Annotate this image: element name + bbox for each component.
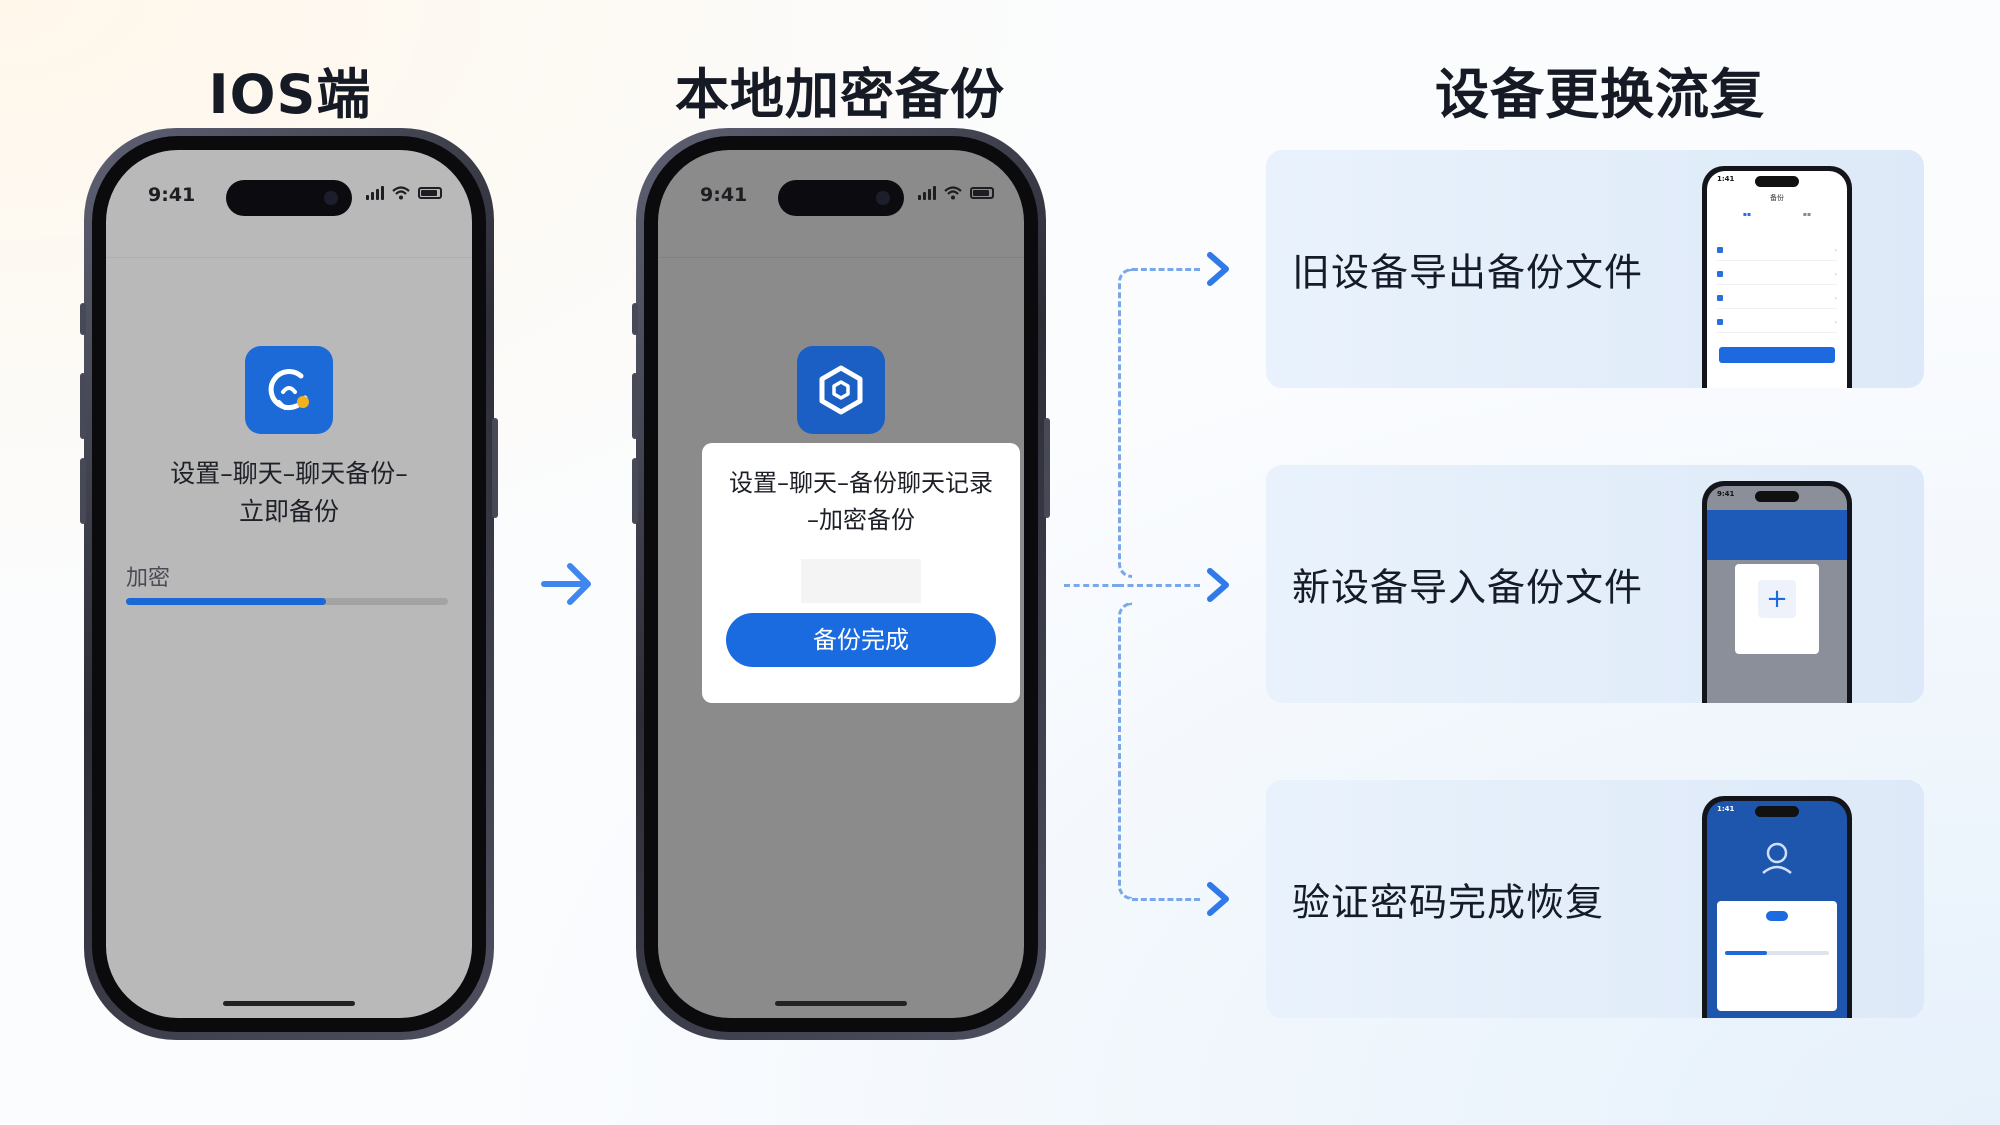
mini-time: 1:41 [1717,175,1735,183]
chevron-right-icon [1207,882,1229,916]
volume-up-button [80,373,86,439]
signal-icon [366,186,384,200]
nav-bar [658,232,1024,258]
volume-down-button [632,458,638,524]
step-card-restore: 验证密码完成恢复 1:41 [1266,780,1924,1018]
home-indicator [223,1001,355,1006]
dialog-line-1: 设置–聊天–备份聊天记录 [729,469,993,497]
volume-up-button [632,373,638,439]
step-label: 验证密码完成恢复 [1292,880,1605,925]
battery-icon [970,187,994,199]
connector-branch-2 [1118,584,1200,587]
mini-restore-panel [1717,901,1837,1011]
wifi-icon [392,186,410,200]
phone2-screen: 9:41 设置–聊天–备份聊天记录 –加密备份 [658,150,1024,1018]
status-bar: 9:41 [106,180,472,220]
ios-column-title: IOS端 [208,63,372,126]
step-label: 新设备导入备份文件 [1292,565,1644,610]
hexagon-shield-icon[interactable] [797,346,885,434]
mute-switch [80,303,86,335]
mini-header [1707,510,1847,560]
phone1-screen: 9:41 设置–聊天–聊天备份– 立即备份 [106,150,472,1018]
chat-backup-icon[interactable] [245,346,333,434]
dialog-line-2: –加密备份 [807,506,915,534]
mini-title: 备份 [1770,194,1784,202]
chevron-right-icon [1207,568,1229,602]
arrow-right-icon [541,563,591,605]
nav-bar [106,232,472,258]
backup-path-caption: 设置–聊天–聊天备份– 立即备份 [106,455,472,531]
status-bar: 9:41 [658,180,1024,220]
volume-down-button [80,458,86,524]
backup-done-button[interactable]: 备份完成 [726,613,996,667]
mini-time: 1:41 [1717,805,1735,813]
mini-phone-restore: 1:41 [1702,796,1852,1018]
local-backup-column-title: 本地加密备份 [675,63,1005,126]
password-field[interactable] [801,559,921,603]
mini-row [1717,265,1837,285]
encrypted-backup-dialog: 设置–聊天–备份聊天记录 –加密备份 备份完成 [702,443,1020,703]
progress-fill [126,598,326,605]
phone-ios-backup: 9:41 设置–聊天–聊天备份– 立即备份 [80,128,498,1040]
status-time: 9:41 [700,184,748,206]
connector-branch-3 [1132,898,1200,901]
battery-icon [418,187,442,199]
plus-icon: + [1758,580,1796,618]
dynamic-island [226,180,352,216]
mini-phone-export: 1:41 备份 ▪▪▪▪ [1702,166,1852,388]
mini-phone-import: 9:41 + [1702,481,1852,703]
wifi-icon [944,186,962,200]
power-button [1044,418,1050,518]
signal-icon [918,186,936,200]
encrypt-label: 加密 [126,566,171,591]
dynamic-island [778,180,904,216]
mute-switch [632,303,638,335]
power-button [492,418,498,518]
connector-stem [1064,584,1118,587]
caption-line-2: 立即备份 [238,497,339,526]
mini-row [1717,289,1837,309]
face-verify-icon [1762,842,1792,874]
encrypt-progress-bar [126,598,448,605]
mini-export-button [1719,347,1835,363]
phone-local-encrypted-backup: 9:41 设置–聊天–备份聊天记录 –加密备份 [632,128,1050,1040]
chevron-right-icon [1207,252,1229,286]
caption-line-1: 设置–聊天–聊天备份– [170,459,408,488]
status-time: 9:41 [148,184,196,206]
mini-add-dialog: + [1735,564,1819,654]
mini-time: 9:41 [1717,490,1735,498]
device-switch-column-title: 设备更换流复 [1435,63,1765,126]
step-card-export: 旧设备导出备份文件 1:41 备份 ▪▪▪▪ [1266,150,1924,388]
mini-row [1717,313,1837,333]
step-label: 旧设备导出备份文件 [1292,250,1644,295]
step-card-import: 新设备导入备份文件 9:41 + [1266,465,1924,703]
mini-tabs: ▪▪▪▪ [1742,211,1812,218]
mini-row [1717,241,1837,261]
connector-lower [1118,602,1132,900]
connector-branch-1 [1132,268,1200,271]
connector-upper [1118,268,1132,578]
home-indicator [775,1001,907,1006]
